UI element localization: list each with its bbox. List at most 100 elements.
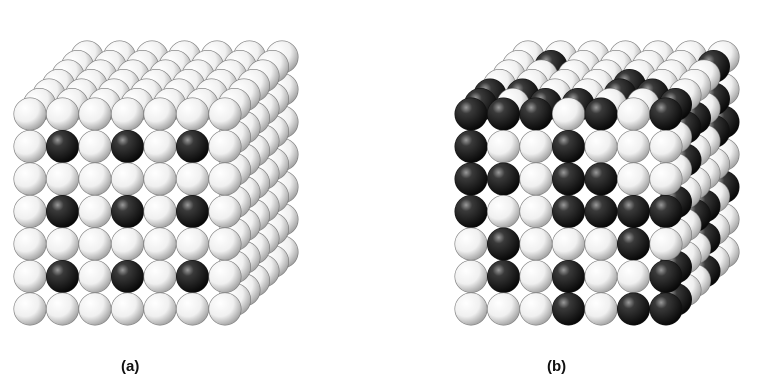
ordered-black-sphere: [111, 130, 145, 164]
panel-b-label: (b): [547, 358, 567, 375]
ordered-white-sphere: [13, 97, 47, 131]
disordered-white-sphere: [486, 130, 520, 164]
ordered-white-sphere: [13, 292, 47, 326]
ordered-white-sphere: [111, 292, 145, 326]
disordered-white-sphere: [519, 292, 553, 326]
disordered-black-sphere: [486, 97, 520, 131]
ordered-black-sphere: [45, 130, 80, 164]
disordered-white-sphere: [616, 97, 650, 131]
ordered-white-sphere: [176, 227, 210, 261]
disordered-black-sphere: [649, 259, 683, 293]
ordered-black-sphere: [111, 259, 145, 293]
disordered-black-sphere: [486, 227, 520, 261]
disordered-black-sphere: [649, 292, 683, 326]
ordered-white-sphere: [13, 259, 47, 293]
ordered-black-sphere: [176, 130, 210, 164]
disordered-white-sphere: [551, 97, 585, 131]
disordered-black-sphere: [454, 195, 488, 229]
disordered-black-sphere: [454, 97, 488, 131]
ordered-white-sphere: [176, 292, 210, 326]
disordered-lattice-cube: [454, 40, 740, 326]
disordered-white-sphere: [649, 162, 683, 196]
disordered-black-sphere: [649, 195, 683, 229]
panel-a-label: (a): [121, 358, 140, 375]
ordered-white-sphere: [45, 227, 80, 261]
ordered-white-sphere: [13, 130, 47, 164]
disordered-white-sphere: [649, 130, 683, 164]
ordered-white-sphere: [143, 97, 177, 131]
ordered-white-sphere: [45, 292, 80, 326]
disordered-black-sphere: [486, 259, 520, 293]
disordered-black-sphere: [616, 227, 650, 261]
disordered-white-sphere: [454, 292, 488, 326]
ordered-white-sphere: [208, 227, 242, 261]
disordered-black-sphere: [486, 162, 520, 196]
ordered-white-sphere: [78, 130, 112, 164]
ordered-black-sphere: [176, 259, 210, 293]
disordered-white-sphere: [584, 259, 618, 293]
ordered-black-sphere: [45, 259, 80, 293]
disordered-black-sphere: [551, 259, 585, 293]
disordered-black-sphere: [454, 162, 488, 196]
disordered-white-sphere: [519, 162, 553, 196]
ordered-lattice-cube: [13, 40, 299, 326]
ordered-white-sphere: [208, 162, 242, 196]
disordered-black-sphere: [584, 162, 618, 196]
ordered-white-sphere: [45, 162, 80, 196]
ordered-white-sphere: [78, 292, 112, 326]
disordered-white-sphere: [584, 130, 618, 164]
disordered-white-sphere: [519, 259, 553, 293]
ordered-white-sphere: [78, 97, 112, 131]
ordered-white-sphere: [111, 97, 145, 131]
disordered-black-sphere: [649, 97, 683, 131]
disordered-white-sphere: [519, 227, 553, 261]
disordered-black-sphere: [616, 195, 650, 229]
ordered-white-sphere: [176, 162, 210, 196]
ordered-white-sphere: [78, 162, 112, 196]
disordered-black-sphere: [551, 130, 585, 164]
disordered-white-sphere: [584, 227, 618, 261]
ordered-white-sphere: [208, 97, 242, 131]
disordered-white-sphere: [616, 162, 650, 196]
ordered-white-sphere: [78, 227, 112, 261]
disordered-black-sphere: [584, 97, 618, 131]
disordered-black-sphere: [454, 130, 488, 164]
ordered-white-sphere: [143, 227, 177, 261]
disordered-white-sphere: [551, 227, 585, 261]
disordered-white-sphere: [454, 259, 488, 293]
disordered-white-sphere: [454, 227, 488, 261]
ordered-white-sphere: [78, 259, 112, 293]
ordered-white-sphere: [143, 292, 177, 326]
disordered-white-sphere: [616, 259, 650, 293]
disordered-white-sphere: [616, 130, 650, 164]
ordered-white-sphere: [143, 162, 177, 196]
ordered-white-sphere: [45, 97, 80, 131]
ordered-white-sphere: [78, 195, 112, 229]
ordered-white-sphere: [143, 130, 177, 164]
ordered-white-sphere: [111, 162, 145, 196]
disordered-black-sphere: [551, 292, 585, 326]
disordered-white-sphere: [486, 195, 520, 229]
ordered-white-sphere: [208, 130, 242, 164]
disordered-white-sphere: [649, 227, 683, 261]
disordered-black-sphere: [616, 292, 650, 326]
disordered-black-sphere: [551, 195, 585, 229]
disordered-black-sphere: [584, 195, 618, 229]
ordered-white-sphere: [208, 195, 242, 229]
ordered-white-sphere: [143, 195, 177, 229]
ordered-white-sphere: [13, 162, 47, 196]
disordered-white-sphere: [519, 195, 553, 229]
ordered-white-sphere: [208, 259, 242, 293]
disordered-white-sphere: [584, 292, 618, 326]
disordered-black-sphere: [519, 97, 553, 131]
ordered-white-sphere: [111, 227, 145, 261]
ordered-white-sphere: [13, 227, 47, 261]
disordered-white-sphere: [486, 292, 520, 326]
ordered-black-sphere: [111, 195, 145, 229]
disordered-black-sphere: [551, 162, 585, 196]
ordered-white-sphere: [208, 292, 242, 326]
ordered-black-sphere: [45, 195, 80, 229]
ordered-white-sphere: [176, 97, 210, 131]
